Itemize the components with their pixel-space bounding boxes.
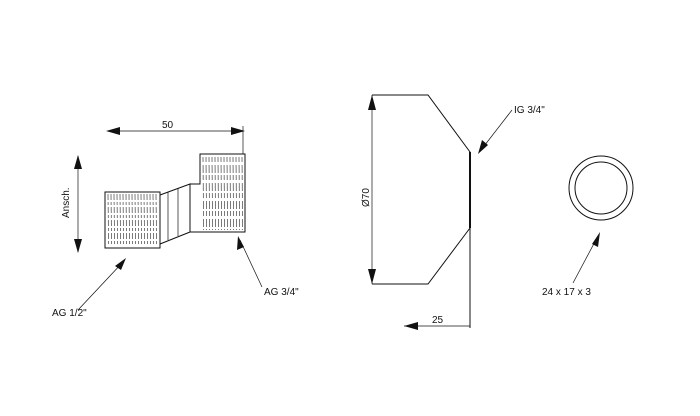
- thread-hatch-line: [211, 156, 213, 231]
- rosette-side-view: Ø70 25 IG 3/4": [361, 94, 545, 330]
- adapter-side-view: 50 Ansch. AG 1/2" AG 3/4": [52, 120, 299, 319]
- thread-hatch-line: [110, 193, 112, 247]
- thread-hatch-line: [134, 193, 136, 247]
- thread-hatch-line: [205, 156, 207, 231]
- inlet-thread-label: AG 1/2": [52, 308, 87, 319]
- outlet-thread-label: AG 3/4": [264, 287, 299, 298]
- thread-hatch-line: [119, 193, 121, 247]
- thread-hatch-line: [146, 193, 148, 247]
- thread-hatch-line: [214, 156, 216, 231]
- thread-hatch-line: [149, 193, 151, 247]
- depth-dimension: 25: [404, 315, 470, 330]
- thread-hatch-line: [208, 156, 210, 231]
- thread-hatch-line: [229, 156, 231, 231]
- length-label: 50: [162, 120, 174, 131]
- inlet-thread-leader: AG 1/2": [52, 258, 126, 319]
- seal-label: 24 x 17 x 3: [542, 287, 591, 298]
- diameter-label: Ø70: [361, 188, 372, 207]
- thread-hatch-line: [131, 193, 133, 247]
- height-dimension: Ansch.: [61, 155, 82, 253]
- thread-hatch-line: [128, 193, 130, 247]
- thread-hatch-line: [226, 156, 228, 231]
- thread-hatch-line: [232, 156, 234, 231]
- thread-hatch-line: [238, 156, 240, 231]
- inlet-thread-section: [104, 191, 161, 249]
- thread-hatch-line: [143, 193, 145, 247]
- thread-hatch-line: [155, 193, 157, 247]
- thread-hatch-line: [140, 193, 142, 247]
- thread-hatch-line: [217, 156, 219, 231]
- seal-ring-view: 24 x 17 x 3: [542, 155, 634, 298]
- thread-hatch-line: [241, 156, 243, 231]
- outlet-thread-leader: AG 3/4": [237, 236, 299, 298]
- depth-label: 25: [432, 315, 444, 326]
- thread-hatch-line: [223, 156, 225, 231]
- seal-leader: 24 x 17 x 3: [542, 232, 600, 298]
- height-label: Ansch.: [61, 187, 72, 218]
- transition-section: [159, 183, 191, 245]
- thread-hatch-line: [152, 193, 154, 247]
- thread-hatch-line: [107, 193, 109, 247]
- thread-hatch-line: [113, 193, 115, 247]
- thread-hatch-line: [122, 193, 124, 247]
- inner-thread-label: IG 3/4": [514, 105, 545, 116]
- thread-hatch-line: [116, 193, 118, 247]
- length-dimension: 50: [106, 120, 245, 154]
- thread-hatch-line: [202, 156, 204, 231]
- diameter-dimension: Ø70: [361, 95, 376, 284]
- inner-thread-leader: IG 3/4": [478, 105, 545, 154]
- thread-hatch-line: [125, 193, 127, 247]
- thread-hatch-line: [220, 156, 222, 231]
- outlet-thread-section: [189, 153, 246, 233]
- thread-hatch-line: [137, 193, 139, 247]
- thread-hatch-line: [235, 156, 237, 231]
